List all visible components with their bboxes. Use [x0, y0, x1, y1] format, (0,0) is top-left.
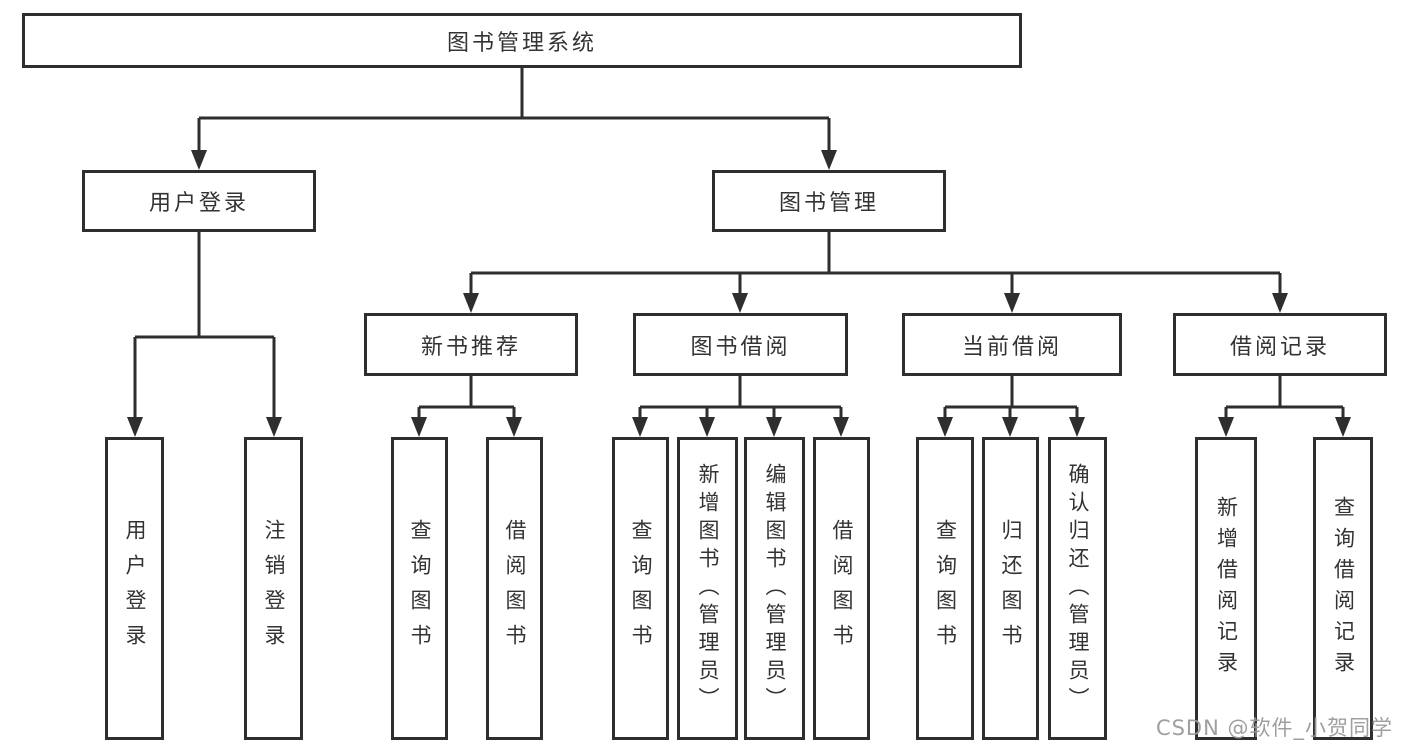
node-book-borrowing-label: 图书借阅	[690, 334, 791, 360]
leaf-user-login: 用户登录	[105, 437, 164, 740]
node-book-management-label: 图书管理	[778, 191, 879, 216]
leaf-query-books-borrowing-label: 查询图书	[629, 518, 653, 659]
node-user-login: 用户登录	[82, 170, 316, 232]
node-root-label: 图书管理系统	[446, 30, 597, 56]
leaf-query-books-recommend: 查询图书	[391, 437, 448, 740]
arrow-heads	[127, 150, 1351, 437]
node-borrow-records-label: 借阅记录	[1229, 334, 1330, 360]
leaf-confirm-return-admin: 确认归还（管理员）	[1048, 437, 1107, 740]
leaf-query-books-recommend-label: 查询图书	[408, 518, 432, 659]
leaf-logout-label: 注销登录	[262, 518, 286, 659]
leaf-borrow-books-recommend-label: 借阅图书	[503, 518, 527, 659]
leaf-query-books-current: 查询图书	[916, 437, 974, 740]
leaf-add-book-admin: 新增图书（管理员）	[677, 437, 738, 740]
csdn-watermark: CSDN @软件_小贺同学	[1155, 716, 1393, 740]
node-book-management: 图书管理	[712, 170, 946, 232]
leaf-return-book-label: 归还图书	[999, 518, 1023, 659]
leaf-query-books-current-label: 查询图书	[933, 518, 958, 659]
leaf-edit-book-admin-label: 编辑图书（管理员）	[763, 462, 787, 715]
leaf-add-book-admin-label: 新增图书（管理员）	[696, 462, 720, 715]
leaf-add-borrow-record: 新增借阅记录	[1195, 437, 1257, 740]
leaf-query-borrow-record-label: 查询借阅记录	[1331, 495, 1356, 682]
leaf-confirm-return-admin-label: 确认归还（管理员）	[1066, 462, 1090, 715]
node-borrow-records: 借阅记录	[1173, 313, 1387, 376]
leaf-borrow-books-recommend: 借阅图书	[486, 437, 543, 740]
leaf-edit-book-admin: 编辑图书（管理员）	[744, 437, 805, 740]
leaf-query-borrow-record: 查询借阅记录	[1313, 437, 1373, 740]
leaf-user-login-label: 用户登录	[123, 518, 147, 659]
leaf-add-borrow-record-label: 新增借阅记录	[1214, 495, 1239, 682]
leaf-borrow-books-borrowing: 借阅图书	[813, 437, 870, 740]
node-root: 图书管理系统	[22, 13, 1022, 68]
leaf-return-book: 归还图书	[982, 437, 1039, 740]
leaf-borrow-books-borrowing-label: 借阅图书	[830, 518, 854, 659]
arrow-stems	[133, 118, 1345, 419]
leaf-logout: 注销登录	[244, 437, 303, 740]
node-user-login-label: 用户登录	[148, 191, 249, 216]
node-book-borrowing: 图书借阅	[633, 313, 848, 376]
leaf-query-books-borrowing: 查询图书	[612, 437, 669, 740]
node-current-borrowing-label: 当前借阅	[961, 334, 1062, 360]
node-new-book-recommend-label: 新书推荐	[420, 334, 521, 360]
node-current-borrowing: 当前借阅	[902, 313, 1122, 376]
node-new-book-recommend: 新书推荐	[364, 313, 578, 376]
